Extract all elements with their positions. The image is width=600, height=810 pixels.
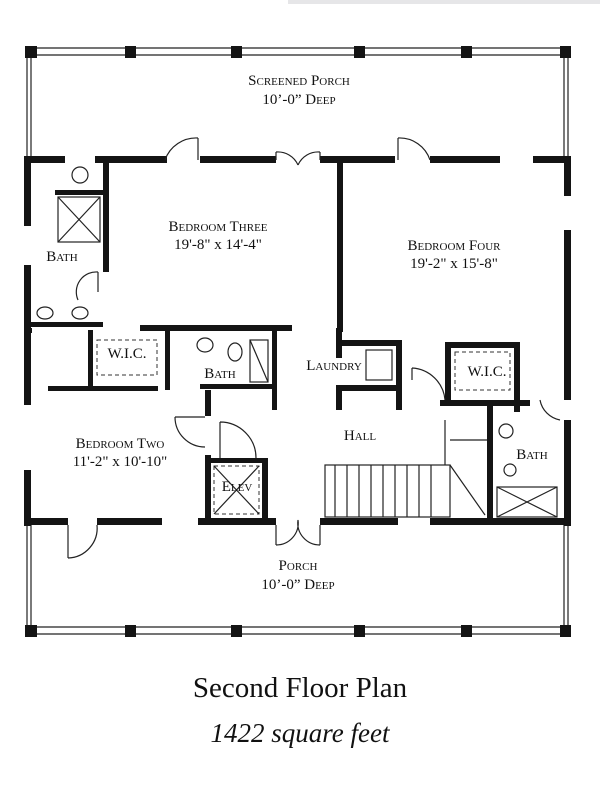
room-name: Bedroom Two [76, 436, 165, 452]
room-laundry: Laundry [306, 358, 362, 374]
room-bath-center: Bath [204, 366, 235, 382]
floor-plan-drawing: Screened Porch 10’-0” Deep Bedroom Three… [24, 46, 571, 637]
room-dims: 10’-0” Deep [261, 577, 334, 593]
plan-title: Second Floor Plan [192, 672, 408, 704]
plan-area: 1422 square feet [210, 718, 390, 748]
screened-porch-railing [26, 47, 570, 160]
porch-posts [25, 46, 571, 637]
room-bath-right: Bath [516, 447, 547, 463]
room-name: Screened Porch [248, 73, 350, 89]
room-bedroom-four: Bedroom Four 19'-2" x 15'-8" [408, 238, 502, 272]
room-wic-right: W.I.C. [467, 364, 506, 380]
room-dims: 11'-2" x 10'-10" [73, 454, 168, 470]
exterior-walls [24, 156, 571, 526]
room-hall: Hall [344, 428, 376, 444]
room-dims: 19'-8" x 14'-4" [174, 237, 262, 253]
room-name: Bedroom Three [168, 219, 267, 235]
room-bath-left: Bath [46, 249, 77, 265]
room-bedroom-two: Bedroom Two 11'-2" x 10'-10" [73, 436, 168, 470]
room-name: Bedroom Four [408, 238, 502, 254]
room-name: Porch [279, 558, 318, 574]
staircase [324, 420, 487, 518]
elevator-shaft [213, 465, 260, 515]
porch-railing [26, 523, 570, 635]
door-swings [67, 137, 561, 559]
fixtures [36, 166, 558, 518]
room-wic-left: W.I.C. [107, 346, 146, 362]
room-elevator: Elev [222, 479, 253, 495]
room-dims: 19'-2" x 15'-8" [410, 256, 498, 272]
room-porch: Porch 10’-0” Deep [261, 558, 334, 593]
top-edge-bar [288, 0, 600, 4]
room-dims: 10’-0” Deep [262, 92, 335, 108]
room-screened-porch: Screened Porch 10’-0” Deep [248, 73, 350, 108]
room-bedroom-three: Bedroom Three 19'-8" x 14'-4" [168, 219, 267, 253]
interior-walls [28, 160, 530, 523]
